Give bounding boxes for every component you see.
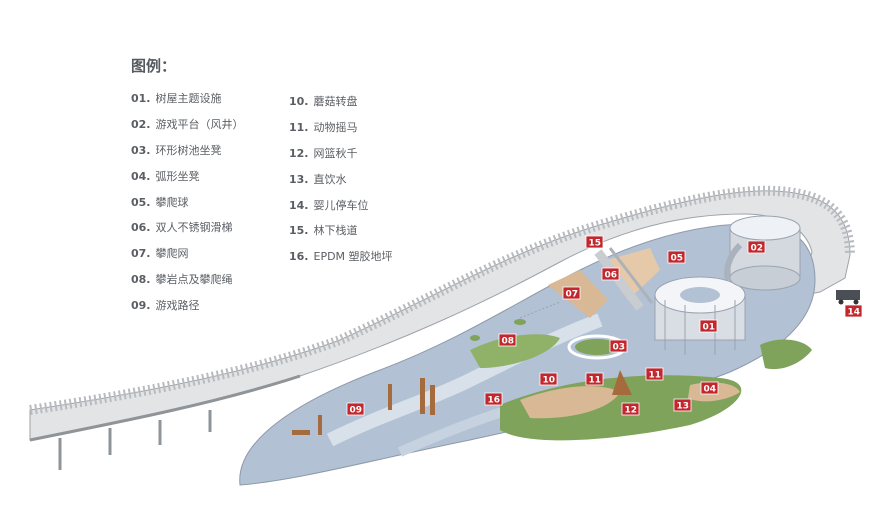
marker-13: 13 xyxy=(673,398,692,412)
legend-item: 02.游戏平台（风井） xyxy=(131,117,244,131)
marker-03: 03 xyxy=(609,339,628,353)
stroller-parking xyxy=(836,290,860,305)
legend-item: 09.游戏路径 xyxy=(131,299,200,313)
marker-15: 15 xyxy=(585,235,604,249)
marker-09: 09 xyxy=(346,402,365,416)
svg-text:14: 14 xyxy=(848,308,861,318)
svg-text:04: 04 xyxy=(704,385,717,395)
svg-text:05: 05 xyxy=(671,254,684,264)
svg-text:10: 10 xyxy=(543,376,556,386)
game-platform xyxy=(724,215,801,291)
legend-item: 07.攀爬网 xyxy=(131,247,189,261)
play-path-posts xyxy=(292,301,632,435)
legend-item: 14.婴儿停车位 xyxy=(289,198,369,212)
marker-16: 16 xyxy=(484,392,503,406)
marker-05: 05 xyxy=(667,250,686,264)
tree-house-facility xyxy=(654,276,746,355)
marker-06: 06 xyxy=(601,267,620,281)
svg-text:02: 02 xyxy=(751,244,764,254)
svg-text:12: 12 xyxy=(625,406,638,416)
svg-text:16: 16 xyxy=(488,396,501,406)
svg-text:03: 03 xyxy=(613,343,626,353)
legend-column-2: 10.蘑菇转盘 11.动物摇马 12.网篮秋千 13.直饮水 14.婴儿停车位 … xyxy=(289,93,393,274)
legend-item: 15.林下栈道 xyxy=(289,224,358,238)
svg-text:09: 09 xyxy=(350,406,363,416)
marker-14: 14 xyxy=(844,304,863,318)
legend-item: 03.环形树池坐凳 xyxy=(131,143,222,157)
svg-text:07: 07 xyxy=(566,290,579,300)
legend-item: 04.弧形坐凳 xyxy=(131,169,200,183)
legend-item: 08.攀岩点及攀爬绳 xyxy=(131,273,233,287)
svg-text:08: 08 xyxy=(502,337,515,347)
legend-item: 12.网篮秋千 xyxy=(289,146,358,160)
legend-title: 图例： xyxy=(131,57,177,75)
marker-04: 04 xyxy=(700,381,719,395)
legend-item: 10.蘑菇转盘 xyxy=(289,95,358,108)
marker-07: 07 xyxy=(562,286,581,300)
svg-text:06: 06 xyxy=(605,271,618,281)
svg-text:11: 11 xyxy=(649,371,662,381)
legend-item: 13.直饮水 xyxy=(289,172,347,186)
boardwalk xyxy=(29,185,855,470)
marker-11-a: 11 xyxy=(585,372,604,386)
marker-12: 12 xyxy=(621,402,640,416)
svg-text:15: 15 xyxy=(589,239,602,249)
legend-column-1: 01.树屋主题设施 02.游戏平台（风井） 03.环形树池坐凳 04.弧形坐凳 … xyxy=(131,90,244,323)
marker-10: 10 xyxy=(539,372,558,386)
svg-text:11: 11 xyxy=(589,376,602,386)
marker-01: 01 xyxy=(699,319,718,333)
legend-item: 11.动物摇马 xyxy=(289,120,358,134)
legend-item: 05.攀爬球 xyxy=(131,195,189,209)
legend-item: 16.EPDM 塑胶地坪 xyxy=(289,250,393,264)
legend-item: 01.树屋主题设施 xyxy=(131,92,222,105)
marker-02: 02 xyxy=(747,240,766,254)
marker-08: 08 xyxy=(498,333,517,347)
legend-item: 06.双人不锈钢滑梯 xyxy=(131,221,233,235)
svg-text:01: 01 xyxy=(703,323,716,333)
svg-text:13: 13 xyxy=(677,402,690,412)
marker-11-b: 11 xyxy=(645,367,664,381)
